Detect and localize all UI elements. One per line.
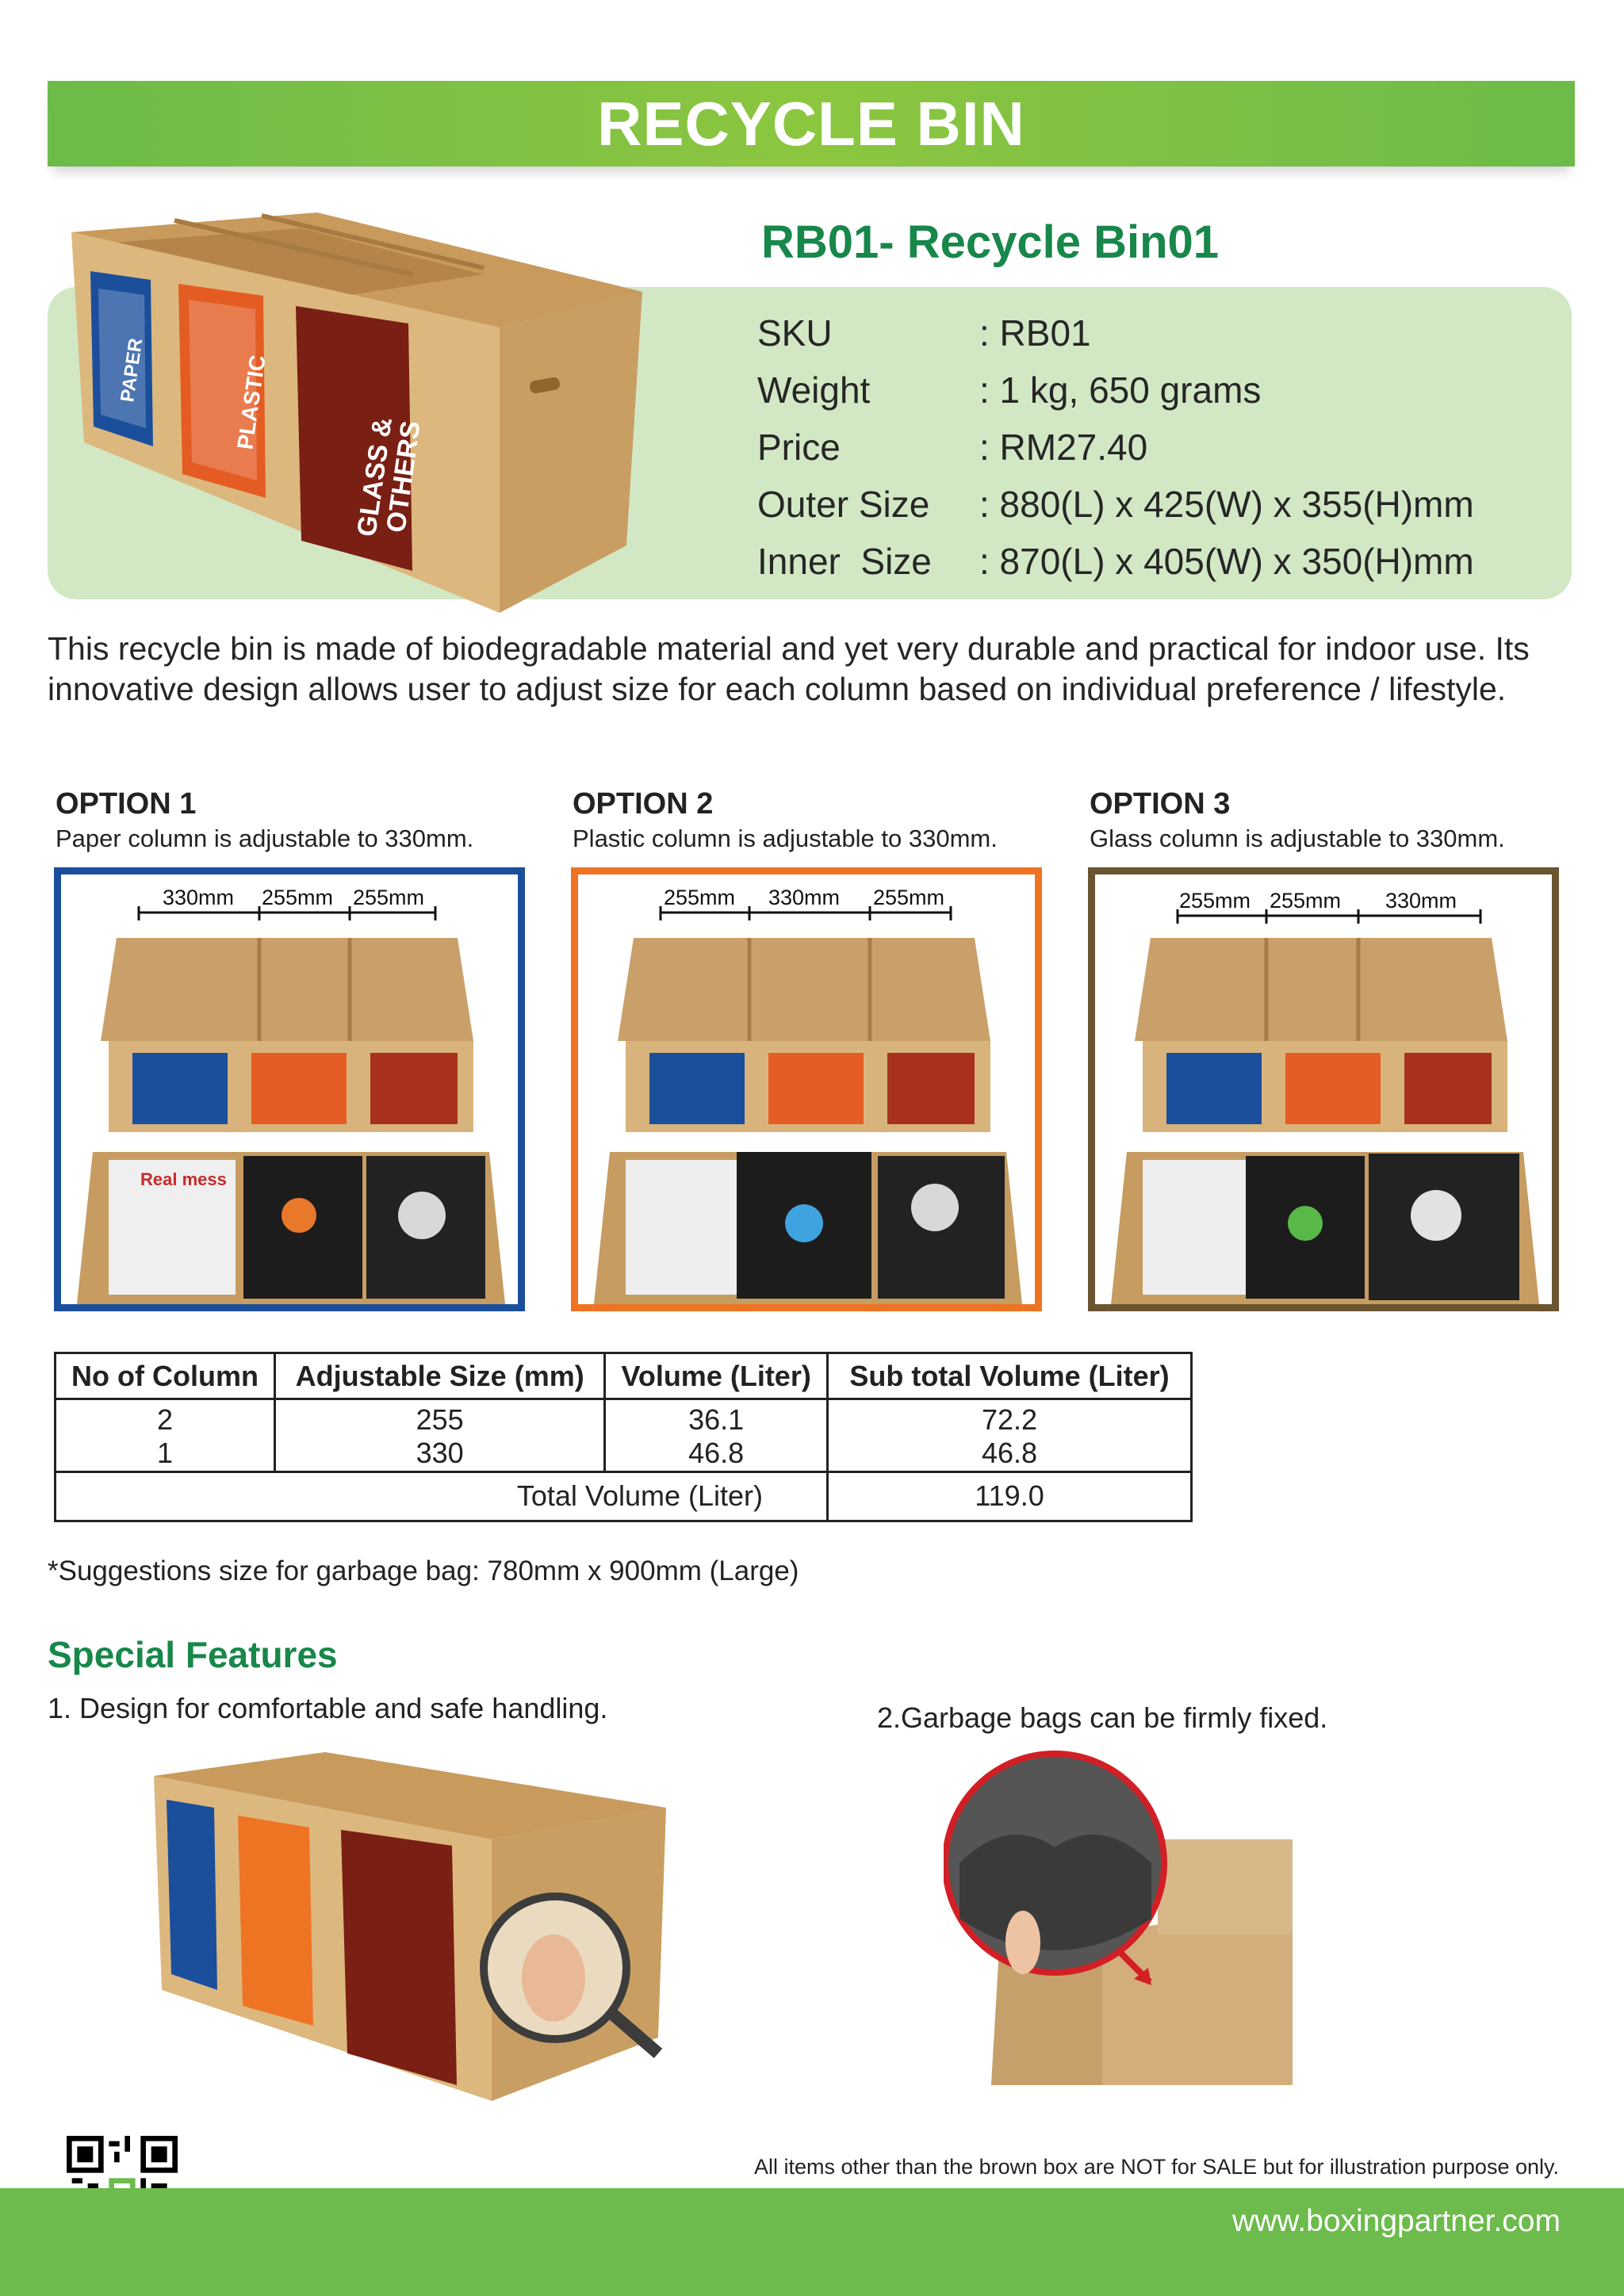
column-header: No of Column [53, 1352, 277, 1400]
garbage-bag-fixing-illustration [944, 1751, 1293, 2085]
option-subtitle: Plastic column is adjustable to 330mm. [573, 825, 998, 852]
dim-label: 330mm [163, 886, 234, 909]
footer-bar [0, 2188, 1624, 2296]
spec-label: Price [757, 427, 841, 468]
magazine-title: Real mess [140, 1169, 227, 1189]
title-banner: RECYCLE BIN [48, 81, 1575, 166]
spec-value: : 880(L) x 425(W) x 355(H)mm [979, 484, 1474, 525]
plastic-label: PLASTIC [178, 284, 270, 498]
spec-row: Inner Size : 870(L) x 405(W) x 350(H)mm [757, 533, 1474, 590]
dim-label: 330mm [768, 886, 840, 909]
spec-row: Price : RM27.40 [757, 419, 1474, 476]
dim-label: 255mm [1270, 889, 1341, 913]
option-title: OPTION 2 [573, 787, 714, 821]
option-title: OPTION 1 [56, 787, 197, 821]
table-row: 2 255 36.1 72.2 [53, 1399, 1193, 1437]
spec-label: Inner Size [757, 541, 932, 582]
feature-item: 2.Garbage bags can be firmly fixed. [877, 1701, 1328, 1734]
table-cell: 255 [274, 1399, 607, 1437]
product-title: RB01- Recycle Bin01 [761, 216, 1220, 268]
hero-bin-illustration: PAPER PLASTIC GLASS & OTHERS [71, 212, 642, 613]
table-cell: 72.2 [826, 1399, 1193, 1437]
garbage-bag-note: *Suggestions size for garbage bag: 780mm… [48, 1556, 799, 1586]
special-features-heading: Special Features [48, 1634, 338, 1675]
spec-value: : 870(L) x 405(W) x 350(H)mm [979, 541, 1474, 582]
volume-table: No of Column Adjustable Size (mm) Volume… [53, 1352, 1193, 1522]
option-1: OPTION 1 Paper column is adjustable to 3… [48, 787, 523, 853]
option-3: OPTION 3 Glass column is adjustable to 3… [1082, 787, 1557, 853]
table-cell: 36.1 [603, 1399, 829, 1437]
column-header: Adjustable Size (mm) [274, 1352, 607, 1400]
table-cell: 46.8 [603, 1437, 829, 1473]
table-header-row: No of Column Adjustable Size (mm) Volume… [53, 1352, 1193, 1400]
magnifier-icon [480, 1892, 663, 2059]
spec-table: SKU : RB01 Weight : 1 kg, 650 grams Pric… [757, 304, 1474, 590]
spec-row: SKU : RB01 [757, 304, 1474, 362]
dim-label: 255mm [664, 886, 735, 909]
option-title: OPTION 3 [1090, 787, 1231, 821]
dim-label: 255mm [1179, 889, 1251, 913]
option-2-photo: 255mm 330mm 255mm [571, 867, 1042, 1311]
option-subtitle: Glass column is adjustable to 330mm. [1090, 825, 1505, 852]
spec-value: : RM27.40 [979, 427, 1148, 468]
table-row: 1 330 46.8 46.8 [53, 1437, 1193, 1473]
total-label: Total Volume (Liter) [53, 1470, 829, 1522]
column-header: Sub total Volume (Liter) [826, 1352, 1193, 1400]
column-header: Volume (Liter) [603, 1352, 829, 1400]
website-link[interactable]: www.boxingpartner.com [1231, 2204, 1561, 2238]
option-1-photo: 330mm 255mm 255mm Real mess [54, 867, 525, 1311]
disclaimer: All items other than the brown box are N… [753, 2155, 1559, 2179]
feature-item: 1. Design for comfortable and safe handl… [48, 1692, 608, 1724]
table-cell: 330 [274, 1437, 607, 1473]
dim-label: 255mm [262, 886, 333, 909]
table-cell: 2 [53, 1399, 277, 1437]
spec-label: Weight [757, 369, 871, 411]
spec-label: Outer Size [757, 484, 930, 525]
paper-label: PAPER [90, 271, 153, 446]
option-3-photo: 255mm 255mm 330mm [1088, 867, 1559, 1311]
spec-row: Weight : 1 kg, 650 grams [757, 362, 1474, 419]
spec-row: Outer Size : 880(L) x 425(W) x 355(H)mm [757, 476, 1474, 533]
option-subtitle: Paper column is adjustable to 330mm. [56, 825, 474, 852]
total-row: Total Volume (Liter) 119.0 [53, 1470, 1193, 1522]
dim-label: 330mm [1385, 889, 1457, 913]
spec-value: : 1 kg, 650 grams [979, 369, 1262, 411]
glass-label: GLASS & OTHERS [296, 306, 427, 571]
total-value: 119.0 [826, 1470, 1193, 1522]
handle-feature-illustration [154, 1752, 666, 2101]
dim-label: 255mm [353, 886, 424, 909]
spec-value: : RB01 [979, 312, 1091, 354]
page-title: RECYCLE BIN [597, 88, 1025, 159]
dim-label: 255mm [873, 886, 944, 909]
option-2: OPTION 2 Plastic column is adjustable to… [565, 787, 1040, 853]
product-description: This recycle bin is made of biodegradabl… [48, 630, 1530, 707]
table-cell: 46.8 [826, 1437, 1193, 1473]
spec-label: SKU [757, 312, 833, 354]
table-cell: 1 [53, 1437, 277, 1473]
